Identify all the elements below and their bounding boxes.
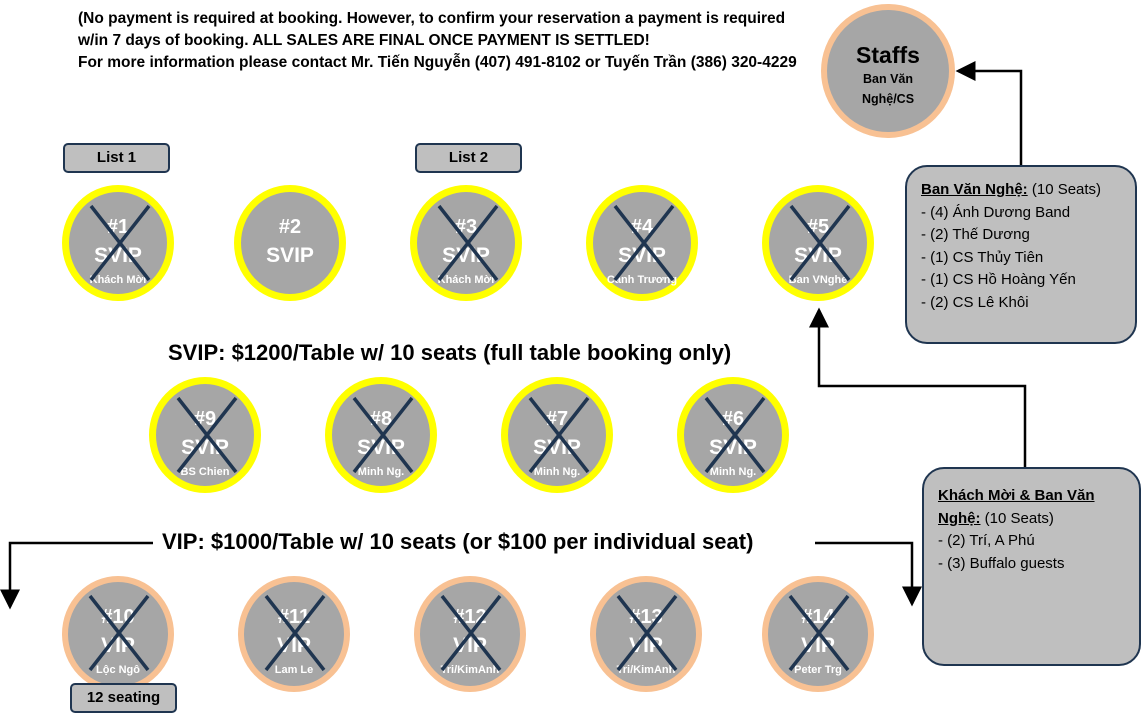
- table-guest: Tri/KimAnh: [616, 664, 676, 676]
- staff-subtitle-2: Nghệ/CS: [861, 92, 915, 106]
- booked-cross-icon: [616, 594, 678, 672]
- box1-item: - (1) CS Hồ Hoàng Yến: [921, 271, 1076, 288]
- box1-item: - (4) Ánh Dương Band: [921, 203, 1071, 221]
- list-1-tag: List 1: [63, 143, 170, 173]
- table-guest: Khách Mời: [89, 274, 147, 286]
- table-guest: Tri/KimAnh: [440, 664, 500, 676]
- booking-notice: (No payment is required at booking. Howe…: [78, 8, 798, 74]
- booked-cross-icon: [528, 396, 590, 474]
- booked-cross-icon: [704, 396, 766, 474]
- table-guest: Lộc Ngô: [96, 664, 140, 676]
- table-guest: Canh Trương: [606, 274, 678, 286]
- table-guest: Ban VNghe: [788, 274, 848, 286]
- table-guest: Minh Ng.: [357, 466, 405, 478]
- booked-cross-icon: [440, 594, 502, 672]
- booked-cross-icon: [437, 204, 499, 282]
- booked-cross-icon: [176, 396, 238, 474]
- svip-pricing-heading: SVIP: $1200/Table w/ 10 seats (full tabl…: [168, 340, 732, 365]
- vip-pricing-heading: VIP: $1000/Table w/ 10 seats (or $100 pe…: [162, 529, 754, 554]
- table-guest: Minh Ng.: [533, 466, 581, 478]
- staff-subtitle-1: Ban Văn: [862, 72, 913, 86]
- table-guest: Minh Ng.: [709, 466, 757, 478]
- khach-moi-box: Khách Mời & Ban Văn Nghệ: (10 Seats) - (…: [922, 467, 1141, 666]
- seating-tag: 12 seating: [70, 683, 177, 713]
- table-class: SVIP: [266, 244, 314, 267]
- table-guest: Khách Mời: [437, 274, 495, 286]
- booked-cross-icon: [264, 594, 326, 672]
- notice-contact: For more information please contact Mr. …: [78, 54, 797, 71]
- booked-cross-icon: [789, 204, 851, 282]
- list-2-tag: List 2: [415, 143, 522, 173]
- booked-cross-icon: [88, 594, 150, 672]
- box1-item: - (2) CS Lê Khôi: [921, 293, 1029, 311]
- booked-cross-icon: [613, 204, 675, 282]
- arrow-box1-to-staff: [955, 61, 1023, 165]
- ban-van-nghe-box: Ban Văn Nghệ: (10 Seats) - (4) Ánh Dương…: [905, 165, 1137, 344]
- booked-cross-icon: [352, 396, 414, 474]
- box2-seats: (10 Seats): [980, 509, 1054, 527]
- notice-payment: (No payment is required at booking. Howe…: [78, 10, 786, 49]
- staff-table: Staffs Ban Văn Nghệ/CS: [821, 4, 955, 138]
- box2-item: - (3) Buffalo guests: [938, 554, 1065, 572]
- table-guest: Lam Le: [274, 664, 314, 676]
- box1-item: - (1) CS Thủy Tiên: [921, 248, 1044, 266]
- table-number: #2: [278, 216, 302, 238]
- booked-cross-icon: [89, 204, 151, 282]
- box2-item: - (2) Trí, A Phú: [938, 532, 1035, 549]
- box2-title: Khách Mời & Ban Văn Nghệ:: [938, 487, 1095, 527]
- table-guest: Peter Trg: [794, 664, 842, 676]
- box1-title: Ban Văn Nghệ:: [921, 181, 1028, 198]
- staff-title: Staffs: [856, 42, 920, 68]
- booked-cross-icon: [788, 594, 850, 672]
- box1-seats: (10 Seats): [1027, 181, 1102, 198]
- box1-item: - (2) Thế Dương: [921, 226, 1030, 243]
- table-guest: BS Chien: [180, 466, 230, 478]
